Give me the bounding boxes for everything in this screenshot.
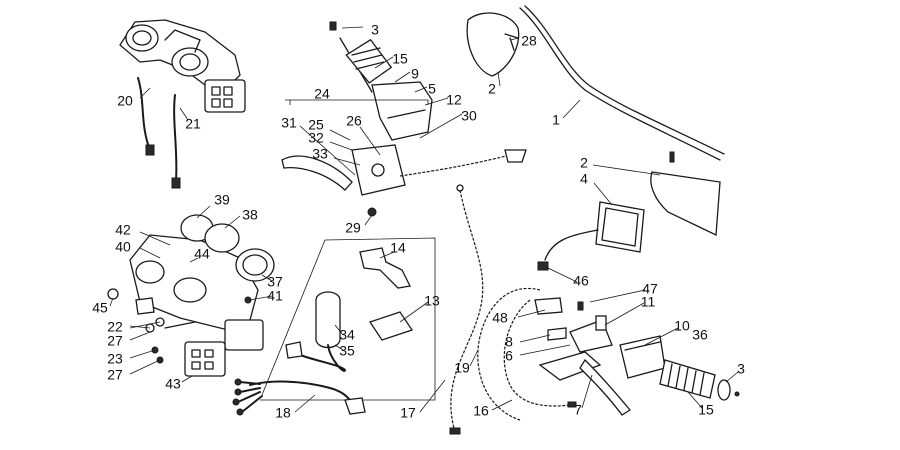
- part-callout-c38: 38: [242, 207, 258, 223]
- part-callout-c25: 25: [308, 117, 324, 133]
- part-callout-c3b: 3: [737, 361, 745, 377]
- part-callout-c34: 34: [339, 327, 355, 343]
- part-callout-c15b: 15: [698, 402, 714, 418]
- part-callout-c30: 30: [461, 108, 477, 124]
- part-callout-c20: 20: [117, 93, 133, 109]
- part-callout-c18: 18: [275, 405, 291, 421]
- part-callout-c2a: 2: [488, 81, 496, 97]
- part-callout-c28: 28: [521, 33, 537, 49]
- part-callout-c11: 11: [641, 294, 656, 310]
- cable-17: [449, 184, 484, 435]
- part-callout-c26: 26: [346, 113, 362, 129]
- part-callout-c44: 44: [194, 246, 210, 262]
- part-callout-c3a: 3: [371, 22, 379, 38]
- part-callout-c43: 43: [165, 376, 181, 392]
- right-hand-guard: [650, 151, 721, 236]
- leader-lines: [109, 26, 739, 413]
- wiring-harness: [232, 378, 366, 416]
- part-callout-c4: 4: [580, 171, 588, 187]
- part-callout-c8: 8: [505, 334, 513, 350]
- part-callout-c15a: 15: [392, 51, 408, 67]
- left-grip-and-switch: [329, 21, 433, 141]
- part-callout-c27b: 27: [107, 367, 123, 383]
- part-callout-c29: 29: [345, 220, 361, 236]
- part-callout-c46: 46: [573, 273, 589, 289]
- part-callout-c32: 32: [308, 130, 324, 146]
- cable-16: [503, 299, 577, 408]
- lower-instrument-cluster: [107, 214, 275, 377]
- part-callout-c48: 48: [492, 310, 508, 326]
- part-callout-c1: 1: [552, 112, 560, 128]
- clutch-lever-assembly: [281, 99, 429, 217]
- part-callout-c17: 17: [400, 405, 416, 421]
- right-throttle-grip: [659, 359, 740, 401]
- part-callout-c14: 14: [390, 240, 406, 256]
- part-callout-c42: 42: [115, 222, 131, 238]
- clutch-switch-cable: [399, 149, 527, 177]
- part-callout-c39: 39: [214, 192, 230, 208]
- speedometer-cable: [137, 77, 155, 156]
- upper-instrument-cluster: [119, 19, 246, 113]
- part-callout-c9: 9: [411, 66, 419, 82]
- part-callout-c19: 19: [454, 360, 470, 376]
- part-callout-c2b: 2: [580, 155, 588, 171]
- part-callout-c41: 41: [267, 288, 283, 304]
- part-callout-c21: 21: [185, 116, 201, 132]
- rear-view-mirror: [537, 201, 645, 271]
- part-callout-c36: 36: [692, 327, 708, 343]
- part-callout-c40: 40: [115, 239, 131, 255]
- tachometer-cable: [171, 94, 181, 189]
- part-callout-c13: 13: [424, 293, 440, 309]
- part-callout-c47: 47: [642, 281, 658, 297]
- part-callout-c10: 10: [674, 318, 690, 334]
- part-callout-c27a: 27: [107, 333, 123, 349]
- ignition-switch-kit: [260, 237, 436, 401]
- part-callout-c5: 5: [428, 81, 436, 97]
- handlebar: [519, 5, 725, 161]
- part-callout-c45: 45: [92, 300, 108, 316]
- part-callout-c35: 35: [339, 343, 355, 359]
- cable-19: [477, 287, 541, 421]
- left-hand-guard: [466, 12, 520, 77]
- right-switch-assembly: [534, 297, 666, 416]
- part-callout-c16: 16: [473, 403, 489, 419]
- part-callout-c24: 24: [314, 86, 330, 102]
- part-callout-c31: 31: [281, 115, 297, 131]
- part-callout-c23: 23: [107, 351, 123, 367]
- part-callout-c22: 22: [107, 319, 123, 335]
- part-callout-c37: 37: [267, 274, 283, 290]
- part-callout-c6: 6: [505, 348, 513, 364]
- part-callout-c33: 33: [312, 146, 328, 162]
- part-callout-c12: 12: [446, 92, 462, 108]
- part-callout-c7: 7: [574, 402, 582, 418]
